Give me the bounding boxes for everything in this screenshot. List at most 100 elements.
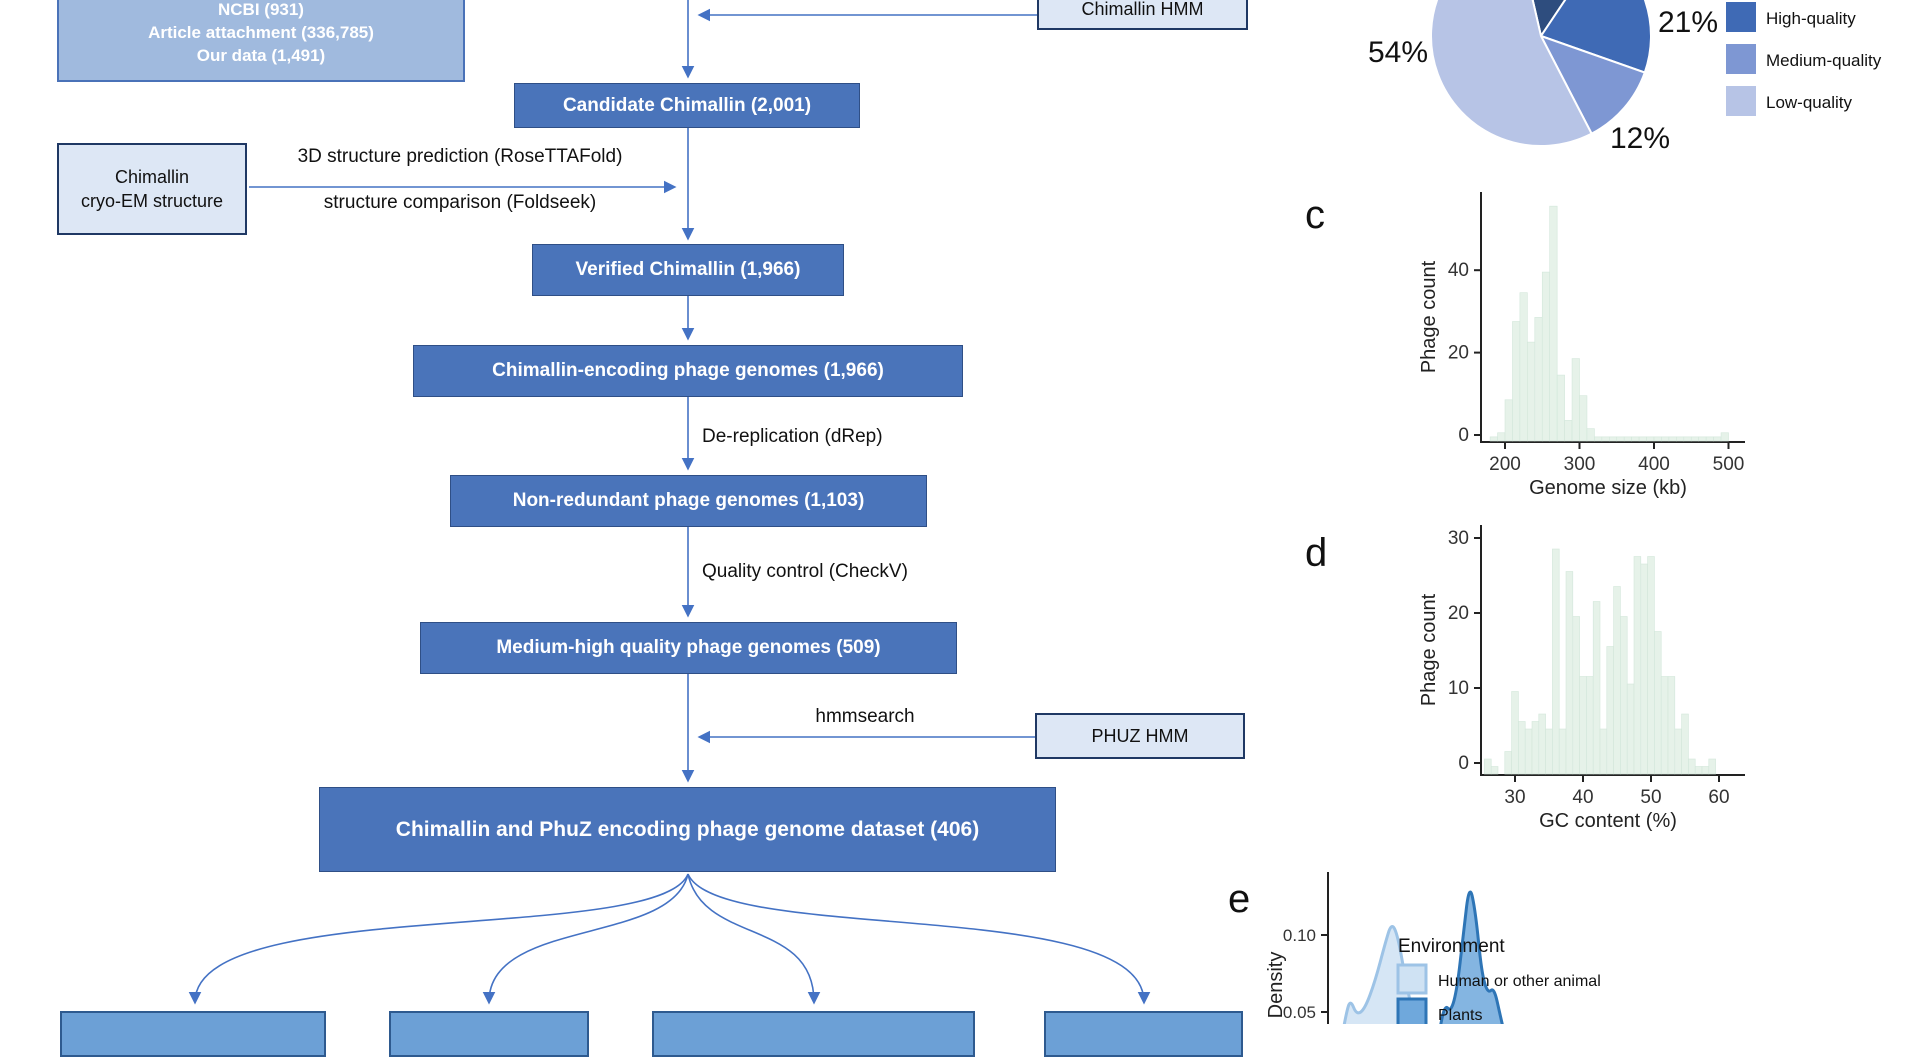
dereplication-step-label: De-replication (dRep) xyxy=(702,426,883,447)
dataset-label: Chimallin and PhuZ encoding phage genome… xyxy=(395,817,980,841)
xaxis-title-gc_content_hist: GC content (%) xyxy=(1539,810,1677,832)
pie-slice-cropped-top-slice xyxy=(1531,0,1567,39)
hist-bar-genome_size_hist xyxy=(1497,432,1506,442)
hist-bar-gc_content_hist xyxy=(1490,766,1499,775)
mediumhigh-genomes-box: Medium-high quality phage genomes (509) xyxy=(420,622,957,674)
hist-bar-gc_content_hist xyxy=(1681,713,1689,775)
xtick-label-genome_size_hist: 200 xyxy=(1489,454,1521,475)
candidate-chimallin-box: Candidate Chimallin (2,001) xyxy=(514,83,860,128)
axes-gc_content_hist xyxy=(1480,525,1745,776)
hist-bar-gc_content_hist xyxy=(1620,616,1628,775)
env-legend-title: Environment xyxy=(1398,936,1505,957)
source-line-ncbi: NCBI (931) xyxy=(218,0,304,19)
hist-bar-gc_content_hist xyxy=(1633,556,1642,775)
hist-bar-genome_size_hist xyxy=(1586,428,1595,442)
encoding-genomes-box: Chimallin-encoding phage genomes (1,966) xyxy=(413,345,963,397)
source-line-ourdata: Our data (1,491) xyxy=(196,45,326,65)
pie-legend-label-High-quality: High-quality xyxy=(1766,9,1856,28)
xtick-label-gc_content_hist: 60 xyxy=(1708,787,1729,808)
figure-page: { "colors": { "flow_box_fill": "#4a74ba"… xyxy=(57,0,1882,1057)
pie-slice-High-quality xyxy=(1539,0,1652,74)
ytick-label-gc_content_hist: 30 xyxy=(1448,528,1469,549)
ytick-label-genome_size_hist: 20 xyxy=(1448,343,1469,364)
hist-bar-genome_size_hist xyxy=(1705,436,1714,442)
yaxis-title-gc_content_hist: Phage count xyxy=(1418,593,1440,706)
source-data-box: NCBI (931) Article attachment (336,785) … xyxy=(57,0,465,82)
ytick-label-gc_content_hist: 10 xyxy=(1448,678,1469,699)
env-legend-swatch-Human or other animal xyxy=(1396,963,1428,995)
hist-bar-genome_size_hist xyxy=(1564,420,1573,442)
pie-legend-label-Medium-quality: Medium-quality xyxy=(1766,51,1882,70)
pie-pct-label-High-quality: 21% xyxy=(1658,6,1718,39)
hist-bar-genome_size_hist xyxy=(1512,321,1521,442)
hist-bar-genome_size_hist xyxy=(1646,436,1655,442)
density-curve-Plants xyxy=(1439,890,1504,1024)
hist-bar-gc_content_hist xyxy=(1674,728,1682,775)
xtick-label-gc_content_hist: 40 xyxy=(1572,787,1593,808)
step-3d-prediction-label: 3D structure prediction (RoseTTAFold) xyxy=(297,146,623,167)
hist-bar-genome_size_hist xyxy=(1549,205,1558,442)
pie-slice-Medium-quality xyxy=(1538,34,1647,136)
hist-bar-gc_content_hist xyxy=(1701,766,1710,775)
quality-control-step-label: Quality control (CheckV) xyxy=(702,561,908,582)
xaxis-title-genome_size_hist: Genome size (kb) xyxy=(1529,477,1687,499)
panel-label-e: e xyxy=(1228,877,1250,921)
charts-svg: 21% 12% 54% High-qualityMedium-qualityLow-q… xyxy=(1228,0,1882,1024)
xtick-label-genome_size_hist: 400 xyxy=(1638,454,1670,475)
hist-bar-gc_content_hist xyxy=(1606,646,1614,775)
step-structure-comparison-label: structure comparison (Foldseek) xyxy=(323,192,597,213)
hist-bar-gc_content_hist xyxy=(1586,676,1594,775)
ytick-label-e: 0.05 xyxy=(1283,1003,1316,1022)
pie-pct-label-Low-quality: 54% xyxy=(1368,36,1428,69)
nonredundant-genomes-label: Non-redundant phage genomes (1,103) xyxy=(512,490,865,511)
ytick-label-gc_content_hist: 20 xyxy=(1448,603,1469,624)
dataset-box: Chimallin and PhuZ encoding phage genome… xyxy=(319,787,1056,872)
chimallin-hmm-label: Chimallin HMM xyxy=(1081,0,1204,19)
hist-bar-gc_content_hist xyxy=(1640,563,1648,775)
hist-bar-gc_content_hist xyxy=(1660,676,1669,775)
hist-bar-gc_content_hist xyxy=(1647,556,1655,775)
hist-bar-genome_size_hist xyxy=(1713,436,1722,442)
yaxis-title-genome_size_hist: Phage count xyxy=(1418,260,1440,373)
hist-bar-gc_content_hist xyxy=(1626,683,1635,775)
chimallin-hmm-box: Chimallin HMM xyxy=(1037,0,1248,30)
hist-bar-genome_size_hist xyxy=(1616,436,1625,442)
ytick-label-genome_size_hist: 40 xyxy=(1448,260,1469,281)
pie-pct-label-Medium-quality: 12% xyxy=(1610,122,1670,155)
hist-bar-gc_content_hist xyxy=(1572,616,1580,775)
pie-legend-swatch-Medium-quality xyxy=(1726,44,1756,74)
pie-legend-swatch-Low-quality xyxy=(1726,86,1756,116)
hist-bar-genome_size_hist xyxy=(1594,436,1603,442)
mediumhigh-genomes-label: Medium-high quality phage genomes (509) xyxy=(496,637,881,658)
yaxis-title-e: Density xyxy=(1265,952,1287,1019)
pie-legend-swatch-High-quality xyxy=(1726,2,1756,32)
hist-bar-gc_content_hist xyxy=(1531,721,1540,775)
env-legend-label-Human or other animal: Human or other animal xyxy=(1438,973,1601,990)
hist-bar-genome_size_hist xyxy=(1676,436,1685,442)
xtick-label-gc_content_hist: 30 xyxy=(1504,787,1525,808)
hist-bar-gc_content_hist xyxy=(1545,728,1553,775)
hist-bar-genome_size_hist xyxy=(1683,436,1692,442)
nonredundant-genomes-box: Non-redundant phage genomes (1,103) xyxy=(450,475,927,527)
axes-genome_size_hist xyxy=(1480,192,1745,443)
hist-bar-genome_size_hist xyxy=(1541,271,1550,442)
hist-bar-gc_content_hist xyxy=(1688,758,1696,775)
hist-bar-gc_content_hist xyxy=(1511,691,1519,775)
hist-bar-genome_size_hist xyxy=(1571,358,1580,442)
hist-bar-genome_size_hist xyxy=(1653,436,1662,442)
hist-bar-gc_content_hist xyxy=(1484,758,1492,775)
hist-bar-gc_content_hist xyxy=(1518,721,1526,775)
hist-bar-gc_content_hist xyxy=(1504,751,1512,775)
verified-chimallin-label: Verified Chimallin (1,966) xyxy=(575,259,801,280)
candidate-chimallin-label: Candidate Chimallin (2,001) xyxy=(562,94,812,116)
pie-legend-label-Low-quality: Low-quality xyxy=(1766,93,1852,112)
hist-bar-genome_size_hist xyxy=(1638,436,1647,442)
ytick-label-gc_content_hist: 0 xyxy=(1458,753,1469,774)
hist-bar-genome_size_hist xyxy=(1556,374,1565,442)
hist-bar-genome_size_hist xyxy=(1534,317,1543,442)
hist-bar-genome_size_hist xyxy=(1661,436,1670,442)
source-line-article: Article attachment (336,785) xyxy=(148,22,374,42)
xtick-label-gc_content_hist: 50 xyxy=(1640,787,1661,808)
env-legend-swatch-Plants xyxy=(1396,997,1428,1024)
verified-chimallin-box: Verified Chimallin (1,966) xyxy=(532,244,844,296)
